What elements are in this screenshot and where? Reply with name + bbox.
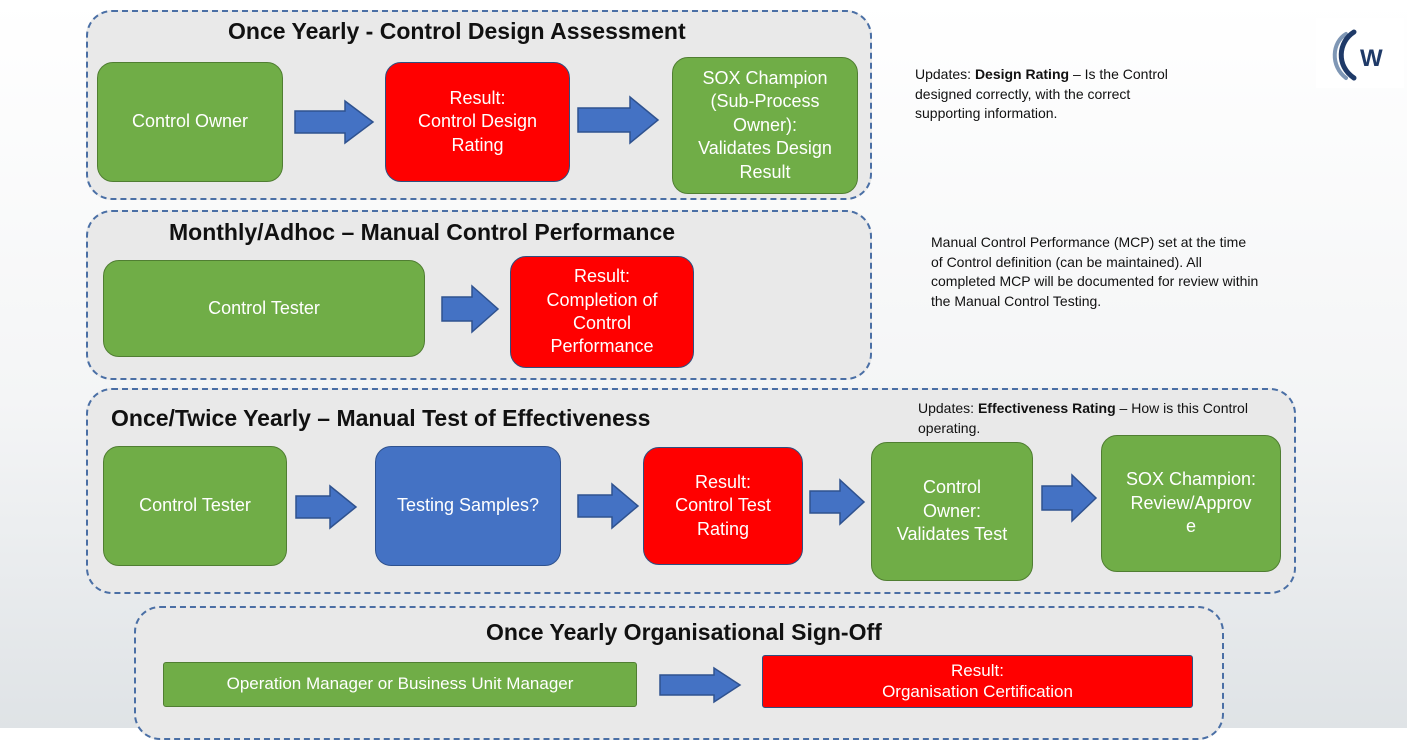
- signoff-result-box[interactable]: Result: Organisation Certification: [762, 655, 1193, 708]
- note-mcp-text: Manual Control Performance (MCP) set at …: [931, 234, 1259, 309]
- note-effectiveness-prefix: Updates:: [918, 400, 978, 416]
- logo-letter: W: [1360, 45, 1383, 72]
- note-effectiveness-bold: Effectiveness Rating: [977, 400, 1116, 416]
- design-result-box[interactable]: Result: Control Design Rating: [385, 62, 570, 182]
- effectiveness-testing-samples-box[interactable]: Testing Samples?: [375, 446, 561, 566]
- design-sox-champion-box[interactable]: SOX Champion (Sub-Process Owner): Valida…: [672, 57, 858, 194]
- note-design-bold: Design Rating: [974, 66, 1070, 82]
- section-title-effectiveness: Once/Twice Yearly – Manual Test of Effec…: [111, 405, 651, 431]
- arrow-right-icon: [295, 484, 358, 530]
- note-effectiveness-rest: – How is this Control operating.: [918, 400, 1248, 436]
- arrow-right-icon: [809, 478, 866, 526]
- company-logo: W: [1316, 18, 1404, 88]
- logo-swoosh-icon: W: [1332, 29, 1383, 81]
- note-effectiveness-rating: Updates: Effectiveness Rating – How is t…: [918, 399, 1263, 438]
- mcp-control-tester-box[interactable]: Control Tester: [103, 260, 425, 357]
- arrow-right-icon: [577, 482, 640, 530]
- note-design-rating: Updates: Design Rating – Is the Control …: [915, 65, 1170, 124]
- section-title-mcp: Monthly/Adhoc – Manual Control Performan…: [169, 219, 676, 245]
- arrow-right-icon: [1041, 473, 1098, 523]
- effectiveness-result-box[interactable]: Result: Control Test Rating: [643, 447, 803, 565]
- section-title-signoff: Once Yearly Organisational Sign-Off: [486, 619, 882, 645]
- arrow-right-icon: [577, 95, 660, 145]
- note-design-rest: – Is the Control designed correctly, wit…: [915, 66, 1168, 122]
- section-title-design: Once Yearly - Control Design Assessment: [228, 18, 686, 44]
- mcp-result-box[interactable]: Result: Completion of Control Performanc…: [510, 256, 694, 368]
- effectiveness-control-tester-box[interactable]: Control Tester: [103, 446, 287, 566]
- signoff-manager-box[interactable]: Operation Manager or Business Unit Manag…: [163, 662, 637, 707]
- note-design-prefix: Updates:: [915, 66, 975, 82]
- design-control-owner-box[interactable]: Control Owner: [97, 62, 283, 182]
- effectiveness-sox-champion-box[interactable]: SOX Champion: Review/Approv e: [1101, 435, 1281, 572]
- effectiveness-control-owner-box[interactable]: Control Owner: Validates Test: [871, 442, 1033, 581]
- note-mcp: Manual Control Performance (MCP) set at …: [931, 233, 1261, 311]
- arrow-right-icon: [294, 99, 375, 145]
- arrow-right-icon: [441, 284, 500, 334]
- arrow-right-icon: [659, 666, 742, 704]
